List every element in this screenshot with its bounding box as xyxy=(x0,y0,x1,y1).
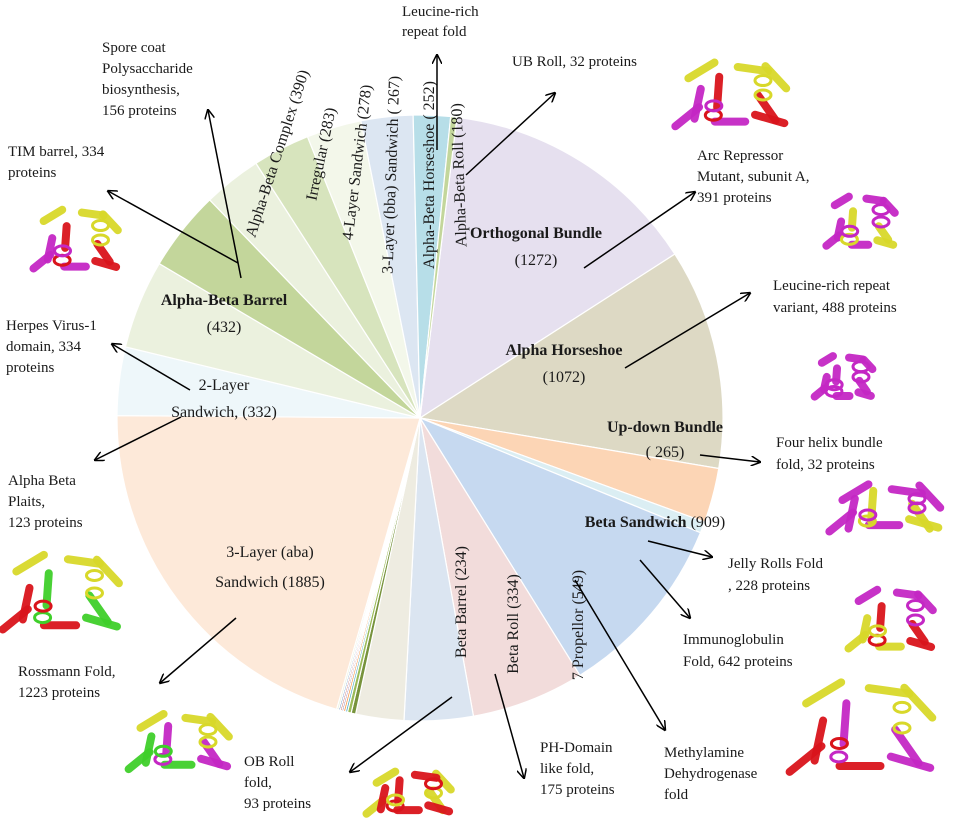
annotation-arrows xyxy=(95,55,760,778)
sector-value-alpha-beta-barrel: (432) xyxy=(207,319,242,336)
arrow-spore-coat xyxy=(208,110,242,279)
annotation-jelly-rolls: Jelly Rolls Fold, 228 proteins xyxy=(728,556,824,594)
pie-slice-3-layer-aba xyxy=(116,415,421,711)
protein-image-ob-roll xyxy=(362,767,455,818)
protein-image-immunoglobulin xyxy=(785,678,937,776)
sector-value-up-down-bundle: ( 265) xyxy=(646,444,685,461)
pie-slices xyxy=(116,114,724,722)
sector-value-3-layer-aba: Sandwich (1885) xyxy=(215,574,325,591)
sector-label-alpha-beta-barrel: Alpha-Beta Barrel xyxy=(161,292,288,309)
pie-slice-orthogonal-bundle xyxy=(419,116,676,420)
arrow-tim-barrel xyxy=(108,191,239,264)
arrow-arc-repressor xyxy=(583,192,695,269)
sector-value-alpha-horseshoe: (1072) xyxy=(543,369,586,386)
protein-image-tim-barrel xyxy=(29,205,122,273)
arrow-four-helix xyxy=(699,454,760,462)
arrow-ph-domain xyxy=(494,673,524,778)
sector-label-3-layer-aba: 3-Layer (aba) xyxy=(226,544,314,561)
arrow-immunoglobulin xyxy=(639,559,690,618)
annotation-ub-roll: UB Roll, 32 proteins xyxy=(512,54,637,70)
arrow-ob-roll xyxy=(350,696,453,772)
sector-label-7-propellor: 7 Propellor (549) xyxy=(570,570,587,680)
sector-label-orthogonal-bundle: Orthogonal Bundle xyxy=(470,225,602,242)
annotation-rossmann: Rossmann Fold,1223 proteins xyxy=(18,664,116,701)
sector-value-2-layer: Sandwich, (332) xyxy=(171,404,277,421)
sector-label-beta-barrel: Beta Barrel (234) xyxy=(453,546,470,658)
protein-image-alpha-beta-plaits xyxy=(0,550,123,634)
arrow-alpha-beta-plaits xyxy=(95,416,182,460)
protein-image-leucine-variant xyxy=(810,352,877,401)
arrow-jelly-rolls xyxy=(647,540,712,557)
arrow-leucine-variant xyxy=(624,293,750,369)
pie-slice-minor-25 xyxy=(419,115,458,419)
protein-image-rossmann xyxy=(124,709,233,774)
arrow-ub-roll xyxy=(465,93,555,176)
sector-label-up-down-bundle: Up-down Bundle xyxy=(607,419,723,436)
arrow-rossmann xyxy=(160,617,237,683)
sector-label-2-layer: 2-Layer xyxy=(199,377,250,394)
sector-label-alpha-beta-roll: Alpha-Beta Roll (180) xyxy=(448,103,470,247)
arrow-methylamine xyxy=(574,579,665,730)
sector-label-3-layer-bba-sandwich: 3-Layer (bba) Sandwich ( 267) xyxy=(380,76,404,275)
sector-label-alpha-horseshoe: Alpha Horseshoe xyxy=(506,342,623,359)
sector-label-alpha-beta-horseshoe: Alpha-Beta Horseshoe ( 252) xyxy=(421,81,438,269)
protein-image-arc-repressor xyxy=(822,192,899,250)
protein-image-ub-roll xyxy=(671,58,791,131)
sector-label-beta-sandwich: Beta Sandwich (909) xyxy=(585,514,725,531)
sector-label-beta-roll: Beta Roll (334) xyxy=(505,574,522,674)
pie-slice-beta-sandwich xyxy=(418,416,702,677)
protein-image-four-helix xyxy=(825,480,945,536)
arrow-herpes xyxy=(112,344,191,391)
protein-image-jelly-rolls xyxy=(844,585,937,653)
pie-slice-alpha-horseshoe xyxy=(418,253,724,470)
sector-value-orthogonal-bundle: (1272) xyxy=(515,252,558,269)
protein-structure-images xyxy=(0,58,945,818)
